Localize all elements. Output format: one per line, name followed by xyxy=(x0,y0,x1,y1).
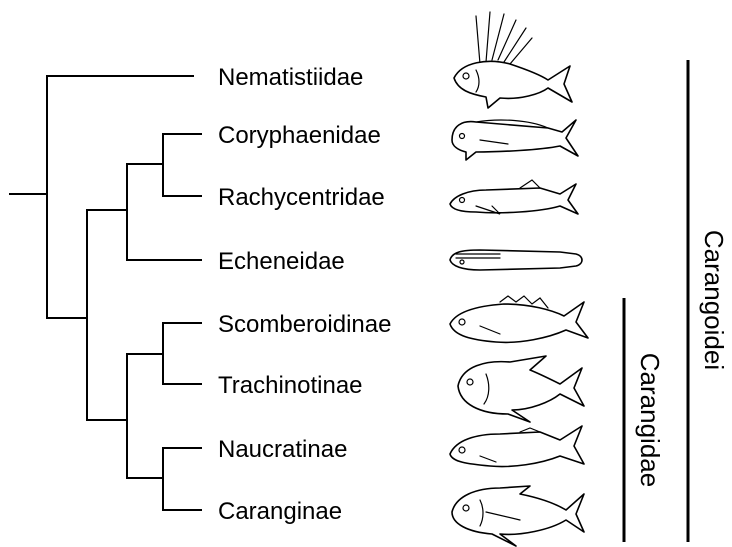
taxon-label-coryphaenidae: Coryphaenidae xyxy=(218,122,381,149)
pompano-icon xyxy=(458,356,584,422)
taxon-labels: Nematistiidae Coryphaenidae Rachycentrid… xyxy=(218,64,391,525)
cobia-icon xyxy=(450,180,578,214)
tree-branches xyxy=(10,76,201,510)
taxon-label-scomberoidinae: Scomberoidinae xyxy=(218,311,391,338)
taxon-label-nematistiidae: Nematistiidae xyxy=(218,64,363,91)
queenfish-icon xyxy=(450,296,588,342)
roosterfish-icon xyxy=(454,12,572,108)
amberjack-icon xyxy=(450,426,584,467)
taxon-label-echeneidae: Echeneidae xyxy=(218,248,345,275)
group-label-carangidae: Carangidae xyxy=(635,353,665,487)
taxon-label-trachinotinae: Trachinotinae xyxy=(218,372,363,399)
remora-icon xyxy=(450,250,582,270)
taxon-label-rachycentridae: Rachycentridae xyxy=(218,184,385,211)
taxon-label-naucratinae: Naucratinae xyxy=(218,436,347,463)
group-label-carangoidei: Carangoidei xyxy=(699,230,729,370)
trevally-icon xyxy=(452,486,584,546)
dolphinfish-icon xyxy=(452,120,578,160)
taxon-label-caranginae: Caranginae xyxy=(218,498,342,525)
